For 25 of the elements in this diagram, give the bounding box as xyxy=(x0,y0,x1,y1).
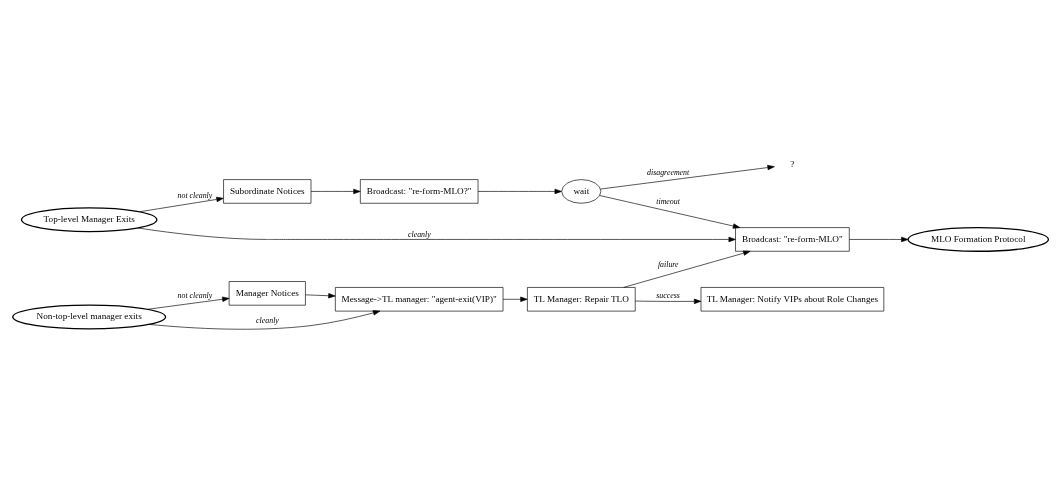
node-ellipse: wait xyxy=(561,179,602,204)
arrow xyxy=(137,227,736,243)
node-box: Broadcast: "re-form-MLO?" xyxy=(360,179,479,204)
arrow xyxy=(623,250,751,288)
node-ellipse: Top-level Manager Exits xyxy=(20,207,158,233)
arrow xyxy=(139,196,224,213)
arrow xyxy=(849,236,909,243)
arrow xyxy=(634,298,702,304)
arrow xyxy=(310,188,361,195)
arrow xyxy=(599,195,741,229)
node-text: ? xyxy=(790,158,795,169)
arrow xyxy=(502,296,528,302)
node-box: TL Manager: Repair TLO xyxy=(527,287,636,312)
arrow xyxy=(600,164,775,190)
node-box: Subordinate Notices xyxy=(223,179,312,204)
arrow xyxy=(147,296,230,310)
arrow xyxy=(305,293,336,299)
node-box: Manager Notices xyxy=(228,281,306,306)
arrow xyxy=(477,188,562,195)
node-box: Broadcast: "re-form-MLO" xyxy=(735,227,850,252)
node-ellipse: Non-top-level manager exits xyxy=(12,304,167,330)
arrow xyxy=(148,310,381,330)
node-box: Message->TL manager: "agent-exit(VIP)" xyxy=(335,287,504,312)
node-box: TL Manager: Notify VIPs about Role Changes xyxy=(700,287,885,312)
node-ellipse: MLO Formation Protocol xyxy=(907,226,1050,252)
